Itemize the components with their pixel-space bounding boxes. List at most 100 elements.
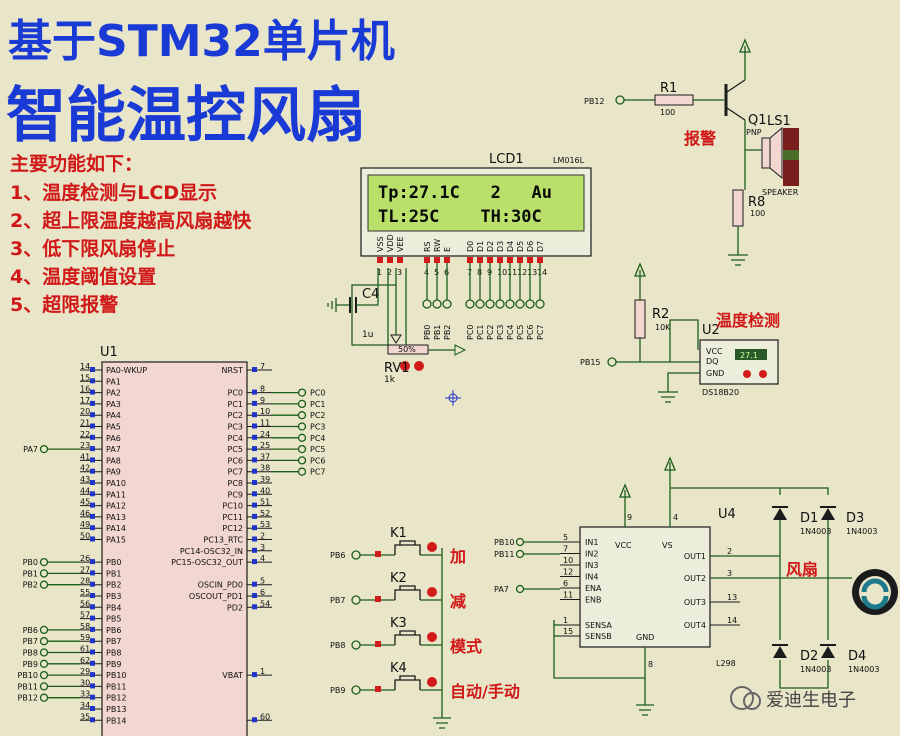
lcd-pin-label: D2 — [486, 241, 495, 252]
pin-marker — [252, 480, 257, 485]
mcu-pin-number: 58 — [80, 622, 90, 631]
title-line2: 智能温控风扇 — [6, 81, 366, 151]
net-terminal — [39, 557, 49, 567]
mcu-pin-number: 10 — [260, 407, 270, 416]
driver-pin-name: ENA — [585, 584, 602, 593]
mcu-pin-name: PD2 — [227, 603, 243, 612]
bus-terminal — [535, 299, 545, 309]
pin-marker — [252, 536, 257, 542]
pin-marker — [90, 626, 95, 632]
mcu-pin-name: PC6 — [228, 456, 244, 465]
mcu-pin-name: PC7 — [228, 468, 244, 477]
driver-pin-name: OUT1 — [684, 552, 706, 561]
driver-pin-name: IN1 — [585, 538, 598, 547]
mcu-pin-name: PA3 — [106, 400, 121, 409]
mcu-pin-number: 2 — [260, 532, 265, 541]
mcu-pin-name: PA7 — [106, 445, 121, 454]
driver-pin-number: 11 — [563, 591, 573, 600]
net-label: PA7 — [494, 585, 509, 594]
mcu-pin-name: PB0 — [106, 558, 121, 567]
key-label: 加 — [449, 547, 466, 566]
mcu-pin-name: PA12 — [106, 502, 126, 511]
mcu-pin-number: 49 — [80, 520, 90, 529]
pin-marker — [252, 525, 257, 531]
pin-marker — [90, 570, 95, 576]
driver-pins: 5IN17IN210IN312IN46ENA11ENB1SENSA15SENSB… — [494, 513, 740, 642]
key-indicator — [427, 542, 437, 552]
pin-marker — [90, 717, 95, 723]
u2-pin-dq: DQ — [706, 357, 718, 366]
key-ref: K1 — [390, 526, 407, 541]
pin-marker — [252, 559, 257, 565]
mcu-pin-name: PB2 — [106, 581, 121, 590]
net-terminal — [297, 411, 307, 420]
mcu-pin-name: PA1 — [106, 377, 121, 386]
mcu-pin-number: 59 — [80, 633, 90, 642]
d1-ref: D1 — [800, 511, 818, 526]
lcd-pin-number: 14 — [537, 268, 547, 277]
mcu-pin-name: PB9 — [106, 660, 121, 669]
net-terminal — [39, 682, 49, 691]
driver-pin-number: 5 — [563, 533, 568, 542]
lcd-pin-label: D4 — [506, 241, 515, 252]
mcu-pin-number: 61 — [80, 645, 90, 654]
driver-u4[interactable]: U4 L298 5IN17IN210IN312IN46ENA11ENB1SENS… — [494, 456, 898, 716]
mcu-pin-name: PA9 — [106, 468, 121, 477]
mcu-pin-name: PB7 — [106, 637, 121, 646]
mcu-pin-name: VBAT — [222, 671, 243, 680]
key-label: 减 — [450, 592, 466, 611]
temp-label: 温度检测 — [715, 311, 780, 330]
mcu-pin-name: PC13_RTC — [203, 536, 243, 545]
lcd-pin-number: 10 — [497, 268, 507, 277]
pin-marker — [90, 423, 95, 429]
net-label: PB10 — [18, 671, 39, 680]
net-label: PC3 — [310, 423, 326, 432]
d4-part: 1N4003 — [848, 665, 879, 674]
lcd-pin-number: 1 — [377, 268, 382, 277]
mcu-pin-number: 17 — [80, 396, 90, 405]
mcu-body — [101, 361, 248, 736]
mcu-pin-name: PA10 — [106, 479, 126, 488]
driver-pin-name: SENSB — [585, 632, 612, 641]
pin-marker — [387, 257, 393, 263]
mcu-pin-name: PB5 — [106, 615, 121, 624]
pin-marker — [90, 367, 95, 372]
mcu-pin-name: PA5 — [106, 423, 121, 432]
mcu-pin-number: 3 — [260, 543, 265, 552]
u2-part: DS18B20 — [702, 388, 739, 397]
mcu-pin-number: 60 — [260, 712, 270, 721]
u2-pin-vcc: VCC — [706, 347, 723, 356]
driver-pin-name: SENSA — [585, 621, 612, 630]
driver-pin-number: 9 — [627, 513, 632, 522]
lcd-pin-label: D7 — [536, 241, 545, 252]
bus-terminal — [495, 299, 505, 309]
mcu-pin-number: 4 — [260, 554, 265, 563]
driver-pin-number: 14 — [727, 616, 737, 625]
rv1-value: 1k — [384, 375, 396, 385]
mcu-pin-name: PC10 — [222, 502, 243, 511]
pin-marker — [537, 257, 543, 263]
q1-type: PNP — [746, 128, 762, 137]
driver-pin-number: 4 — [673, 513, 678, 522]
net-label: PB8 — [23, 649, 38, 658]
pin-marker — [90, 604, 95, 610]
lcd-pin-label: VDD — [386, 234, 395, 252]
mcu-pin-name: PC12 — [222, 524, 243, 533]
mcu-pin-name: PA6 — [106, 434, 121, 443]
features-heading: 主要功能如下： — [10, 152, 143, 175]
feature-item: 1、温度检测与LCD显示 — [10, 181, 217, 204]
mcu-pin-number: 54 — [260, 599, 270, 608]
mcu-pin-number: 26 — [80, 554, 90, 563]
key-symbol — [394, 585, 421, 600]
lcd1[interactable]: LCD1 LM016L Tp:27.1C 2 Au TL:25C TH:30C … — [360, 152, 592, 340]
net-terminal — [39, 625, 49, 635]
lcd-row1: Tp:27.1C 2 Au — [378, 183, 552, 203]
pin-marker — [90, 593, 95, 598]
bus-terminal — [432, 299, 442, 309]
